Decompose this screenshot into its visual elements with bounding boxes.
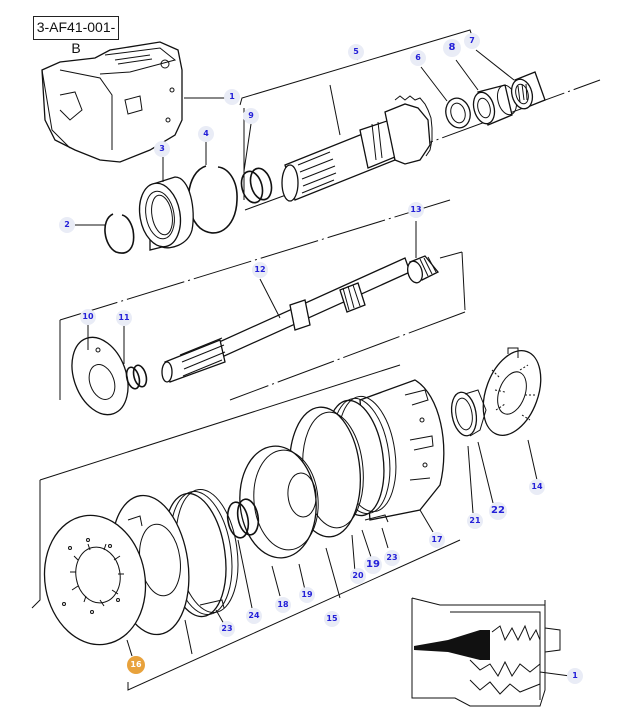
snap-ring-11[interactable] [124,364,148,390]
friction-plate-14[interactable] [473,343,552,443]
callout-23[interactable]: 23 [219,621,235,637]
callout-10[interactable]: 10 [80,309,96,325]
callout-2[interactable]: 2 [59,217,75,233]
callout-23[interactable]: 23 [384,550,400,566]
callout-20[interactable]: 20 [350,568,366,584]
transmission-section-inset[interactable] [411,597,561,707]
callout-17[interactable]: 17 [429,532,445,548]
callout-1[interactable]: 1 [224,89,240,105]
thrust-plate-10[interactable] [62,330,138,423]
callout-5[interactable]: 5 [348,44,364,60]
callout-4[interactable]: 4 [198,126,214,142]
callout-15[interactable]: 15 [324,611,340,627]
snap-rings-9[interactable] [238,166,275,205]
callout-19[interactable]: 19 [299,587,315,603]
callout-9[interactable]: 9 [243,108,259,124]
callout-19[interactable]: 19 [364,556,382,574]
needle-bearing-7[interactable] [508,71,546,111]
callout-12[interactable]: 12 [252,262,268,278]
callout-6[interactable]: 6 [410,50,426,66]
transmission-housing[interactable] [41,41,183,163]
input-shaft[interactable] [281,95,433,202]
callout-16-selected[interactable]: 16 [127,656,145,674]
callout-18[interactable]: 18 [275,597,291,613]
callout-8[interactable]: 8 [443,39,461,57]
bearing-8[interactable] [470,83,519,126]
callout-24[interactable]: 24 [246,608,262,624]
callout-21[interactable]: 21 [467,513,483,529]
clutch-hub-16[interactable] [34,507,155,652]
piston-ring-21-22[interactable] [448,389,487,438]
bracket-5 [239,29,473,106]
seal-ring-6[interactable] [443,95,474,130]
mainshaft-12[interactable] [161,257,411,383]
diagram-reference-code: 3-AF41-001-B [33,16,119,56]
needle-bearing-13[interactable] [405,255,440,284]
callout-13[interactable]: 13 [408,202,424,218]
piston-18-19[interactable] [235,443,322,561]
ball-bearing-3[interactable] [135,176,194,251]
callout-1-inset[interactable]: 1 [567,668,583,684]
seal-24[interactable] [225,498,261,540]
callout-3[interactable]: 3 [154,141,170,157]
circlip-4[interactable] [187,165,238,234]
callout-14[interactable]: 14 [529,479,545,495]
callout-11[interactable]: 11 [116,310,132,326]
callout-7[interactable]: 7 [464,33,480,49]
callout-22[interactable]: 22 [489,502,507,520]
circlip-2[interactable] [104,213,135,254]
